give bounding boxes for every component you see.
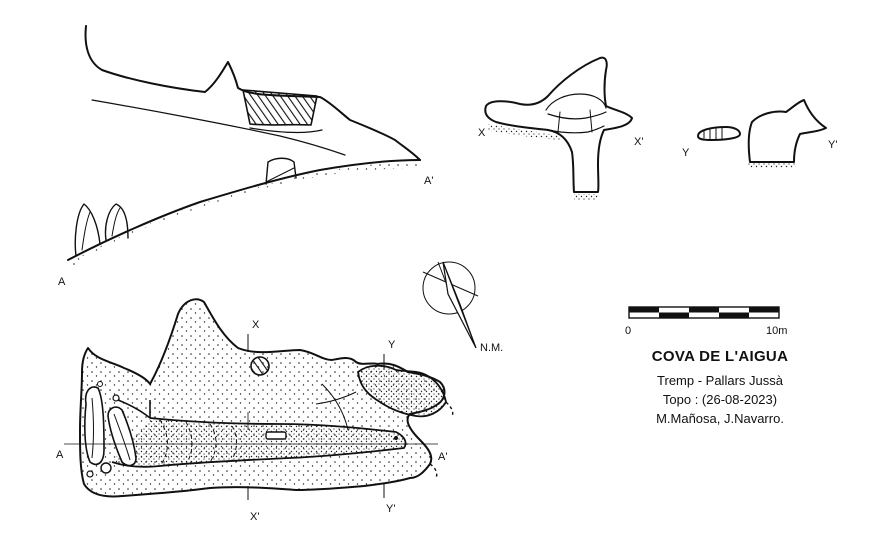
cross-section-x bbox=[484, 56, 633, 193]
label-x-section: X bbox=[478, 127, 486, 139]
section-inner-line bbox=[91, 99, 346, 156]
section-floor-outline bbox=[67, 159, 421, 261]
north-arrow-needle-light bbox=[442, 261, 477, 349]
section-pillar bbox=[265, 157, 297, 185]
plan-channel bbox=[111, 417, 407, 468]
label-a-plan: A bbox=[56, 449, 64, 461]
longitudinal-section bbox=[67, 25, 421, 261]
section-formation-left bbox=[74, 203, 101, 257]
hatched-block bbox=[242, 89, 318, 126]
title-block: COVA DE L'AIGUA Tremp - Pallars Jussà To… bbox=[600, 348, 840, 428]
scale-start-label: 0 bbox=[625, 325, 631, 337]
survey-date-text: Topo : (26-08-2023) bbox=[662, 392, 778, 407]
plan-view bbox=[64, 298, 454, 500]
label-x-prime-section: X' bbox=[634, 136, 643, 148]
plan-block bbox=[265, 431, 287, 440]
label-a-section: A bbox=[58, 276, 66, 288]
scale-end-label: 10m bbox=[766, 325, 787, 337]
authors-text: M.Mañosa, J.Navarro. bbox=[656, 411, 784, 426]
label-a-prime-section: A' bbox=[424, 175, 433, 187]
location-text: Tremp - Pallars Jussà bbox=[657, 373, 783, 388]
scale-bar: 0 10m bbox=[625, 306, 787, 337]
section-inner-line-2 bbox=[249, 127, 323, 134]
cave-name: COVA DE L'AIGUA bbox=[651, 348, 789, 365]
cross-section-y-small-block bbox=[697, 126, 741, 141]
label-y-section: Y bbox=[682, 147, 690, 159]
cross-section-y bbox=[697, 99, 827, 163]
section-ceiling-outline bbox=[84, 25, 421, 161]
cross-section-y-outline bbox=[747, 99, 827, 163]
plan-formation-large bbox=[84, 386, 105, 466]
north-arrow-label: N.M. bbox=[480, 342, 504, 354]
label-x-prime-plan: X' bbox=[250, 511, 259, 523]
north-arrow-circle bbox=[422, 261, 476, 315]
label-x-plan: X bbox=[252, 319, 260, 331]
plan-hatched-pillar bbox=[250, 356, 270, 376]
section-formation-right bbox=[104, 203, 129, 241]
label-y-plan: Y bbox=[388, 339, 396, 351]
label-y-prime-section: Y' bbox=[828, 139, 837, 151]
label-a-prime-plan: A' bbox=[438, 451, 447, 463]
north-arrow bbox=[422, 261, 479, 349]
label-y-prime-plan: Y' bbox=[386, 503, 395, 515]
